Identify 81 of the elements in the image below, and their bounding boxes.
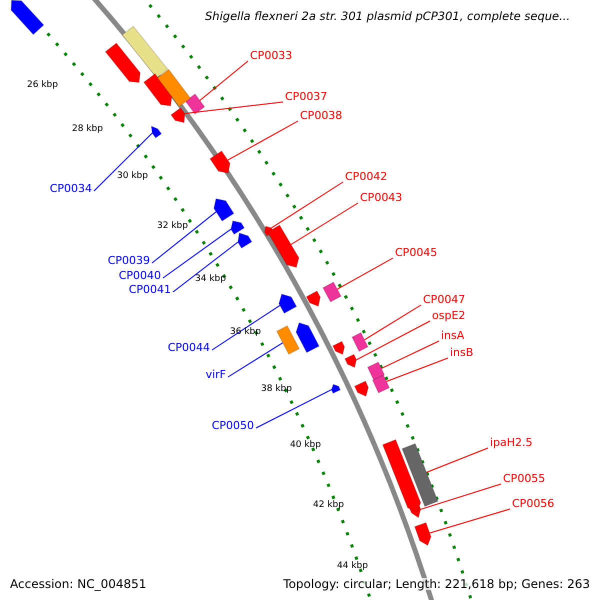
gene-block [354,380,369,397]
gene-label: CP0033 [250,50,292,61]
summary-note: Topology: circular; Length: 221,618 bp; Genes: 263 [283,578,590,590]
leader-line [94,132,153,192]
gene-block [401,442,439,508]
gene-block [143,73,172,106]
scale-label: 34 kbp [195,275,226,284]
gene-block [209,150,231,174]
leader-line [380,340,440,369]
gene-label: CP0041 [128,284,171,295]
leader-line [336,258,394,290]
scale-label: 42 kbp [313,501,344,510]
gene-block [372,374,390,394]
gene-label: CP0050 [212,420,254,431]
gene-label: insB [450,347,474,358]
gene-block [156,68,192,108]
leader-line [199,60,248,101]
leader-line [429,508,510,534]
gene-label: ospE2 [432,310,466,321]
gene-block [10,0,44,36]
leader-line [420,484,502,510]
gene-label: CP0044 [168,342,210,353]
scale-label: 30 kbp [117,172,148,181]
gene-label: CP0055 [503,473,546,484]
gene-block [332,340,346,356]
gene-block [330,384,341,394]
gene-block [382,438,422,513]
gene-block [366,361,386,381]
gene-block [122,26,168,78]
gene-block [266,224,300,268]
gene-block [296,322,320,354]
gene-label: virF [206,369,226,380]
leader-line [212,304,280,350]
leader-line [290,202,358,245]
gene-block [414,522,432,546]
gene-label: ipaH2.5 [490,437,533,448]
leader-line [426,448,488,473]
gene-block [278,293,298,314]
gene-block [170,107,186,124]
gene-label: CP0037 [285,91,328,102]
leader-line [270,182,344,228]
leader-line [172,242,238,292]
gene-block [104,42,141,84]
gene-label: CP0034 [50,183,92,194]
gene-block [351,332,369,352]
title: Shigella flexneri 2a str. 301 plasmid pCP301, complete seque... [205,11,570,22]
scale-label: 38 kbp [261,385,292,394]
leader-line [162,228,232,278]
scale-label: 44 kbp [337,562,368,571]
scale-label: 36 kbp [230,328,261,337]
leader-line [184,102,284,114]
gene-label: CP0047 [423,294,466,305]
gene-label: insA [441,330,464,341]
gene-block [306,290,321,307]
scale-label: 28 kbp [72,125,103,134]
gene-label: CP0042 [345,171,388,182]
gene-label: CP0038 [300,110,342,121]
scale-label: 32 kbp [157,222,188,231]
gene-block [237,232,252,249]
leader-line [356,320,430,360]
leader-line [228,342,284,378]
leader-line [256,389,332,428]
leader-line [386,358,448,382]
gene-block [276,325,300,355]
leader-line [364,304,422,340]
gene-block [184,93,206,115]
gene-block [230,220,245,235]
gene-label: CP0045 [395,247,438,258]
leader-line [152,211,217,264]
gene-label: CP0040 [118,270,161,281]
gene-block [344,354,358,368]
leader-line [227,120,298,161]
scale-label: 40 kbp [290,441,321,450]
accession-note: Accession: NC_004851 [10,578,146,590]
gene-block [150,125,162,139]
gene-label: CP0039 [108,255,150,266]
gene-label: CP0056 [512,498,554,509]
scale-label: 26 kbp [27,81,58,90]
gene-block [322,281,342,303]
gene-label: CP0043 [360,192,402,203]
gene-block [213,198,234,222]
